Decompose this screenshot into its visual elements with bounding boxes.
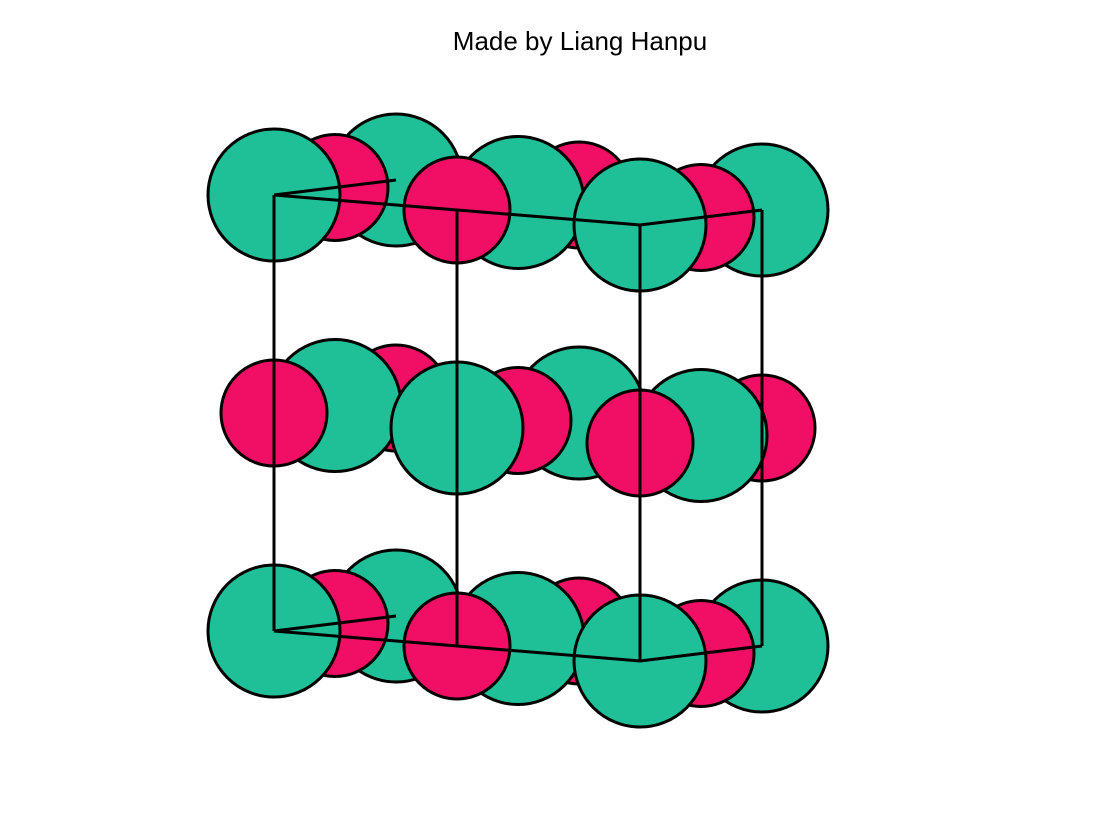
cell-edge-overlay <box>272 178 764 663</box>
figure-title: Made by Liang Hanpu <box>452 26 708 56</box>
atoms <box>206 112 830 729</box>
cell-edge <box>639 208 763 227</box>
cell-edge <box>639 644 763 663</box>
cell-edge <box>273 614 397 633</box>
cell-edge <box>273 178 397 197</box>
